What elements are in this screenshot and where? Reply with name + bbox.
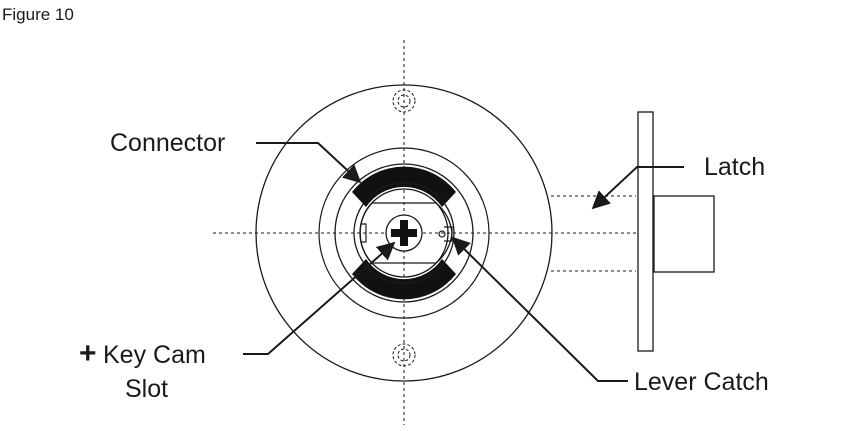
key-cam-housing (353, 182, 455, 284)
lever-catch-label: Lever Catch (634, 368, 769, 396)
key-cam-leader (243, 241, 396, 355)
plus-slot-horizontal (391, 229, 417, 237)
key-cam-label: Key Cam (103, 341, 206, 369)
center-lines (213, 40, 680, 425)
latch-bolt (653, 195, 715, 273)
middle-ring (318, 147, 490, 319)
connector-leader (256, 142, 362, 184)
latch-faceplate (637, 111, 654, 352)
lever-catch-notch (438, 226, 453, 242)
connector-ring (334, 163, 474, 303)
connector-arc-bottom (352, 259, 456, 300)
connector-arc-top (352, 166, 456, 207)
plus-symbol: + (79, 337, 97, 370)
cam-side-tab (361, 223, 367, 243)
latch-leader (591, 166, 684, 210)
screw-hole-top (392, 89, 416, 113)
screw-hole-bottom (392, 343, 416, 367)
lever-catch-leader (451, 236, 628, 382)
figure-label: Figure 10 (2, 5, 74, 24)
slot-label: Slot (125, 375, 168, 403)
outer-rose (255, 84, 553, 382)
latch-label: Latch (704, 153, 765, 181)
connector-label: Connector (110, 129, 225, 157)
